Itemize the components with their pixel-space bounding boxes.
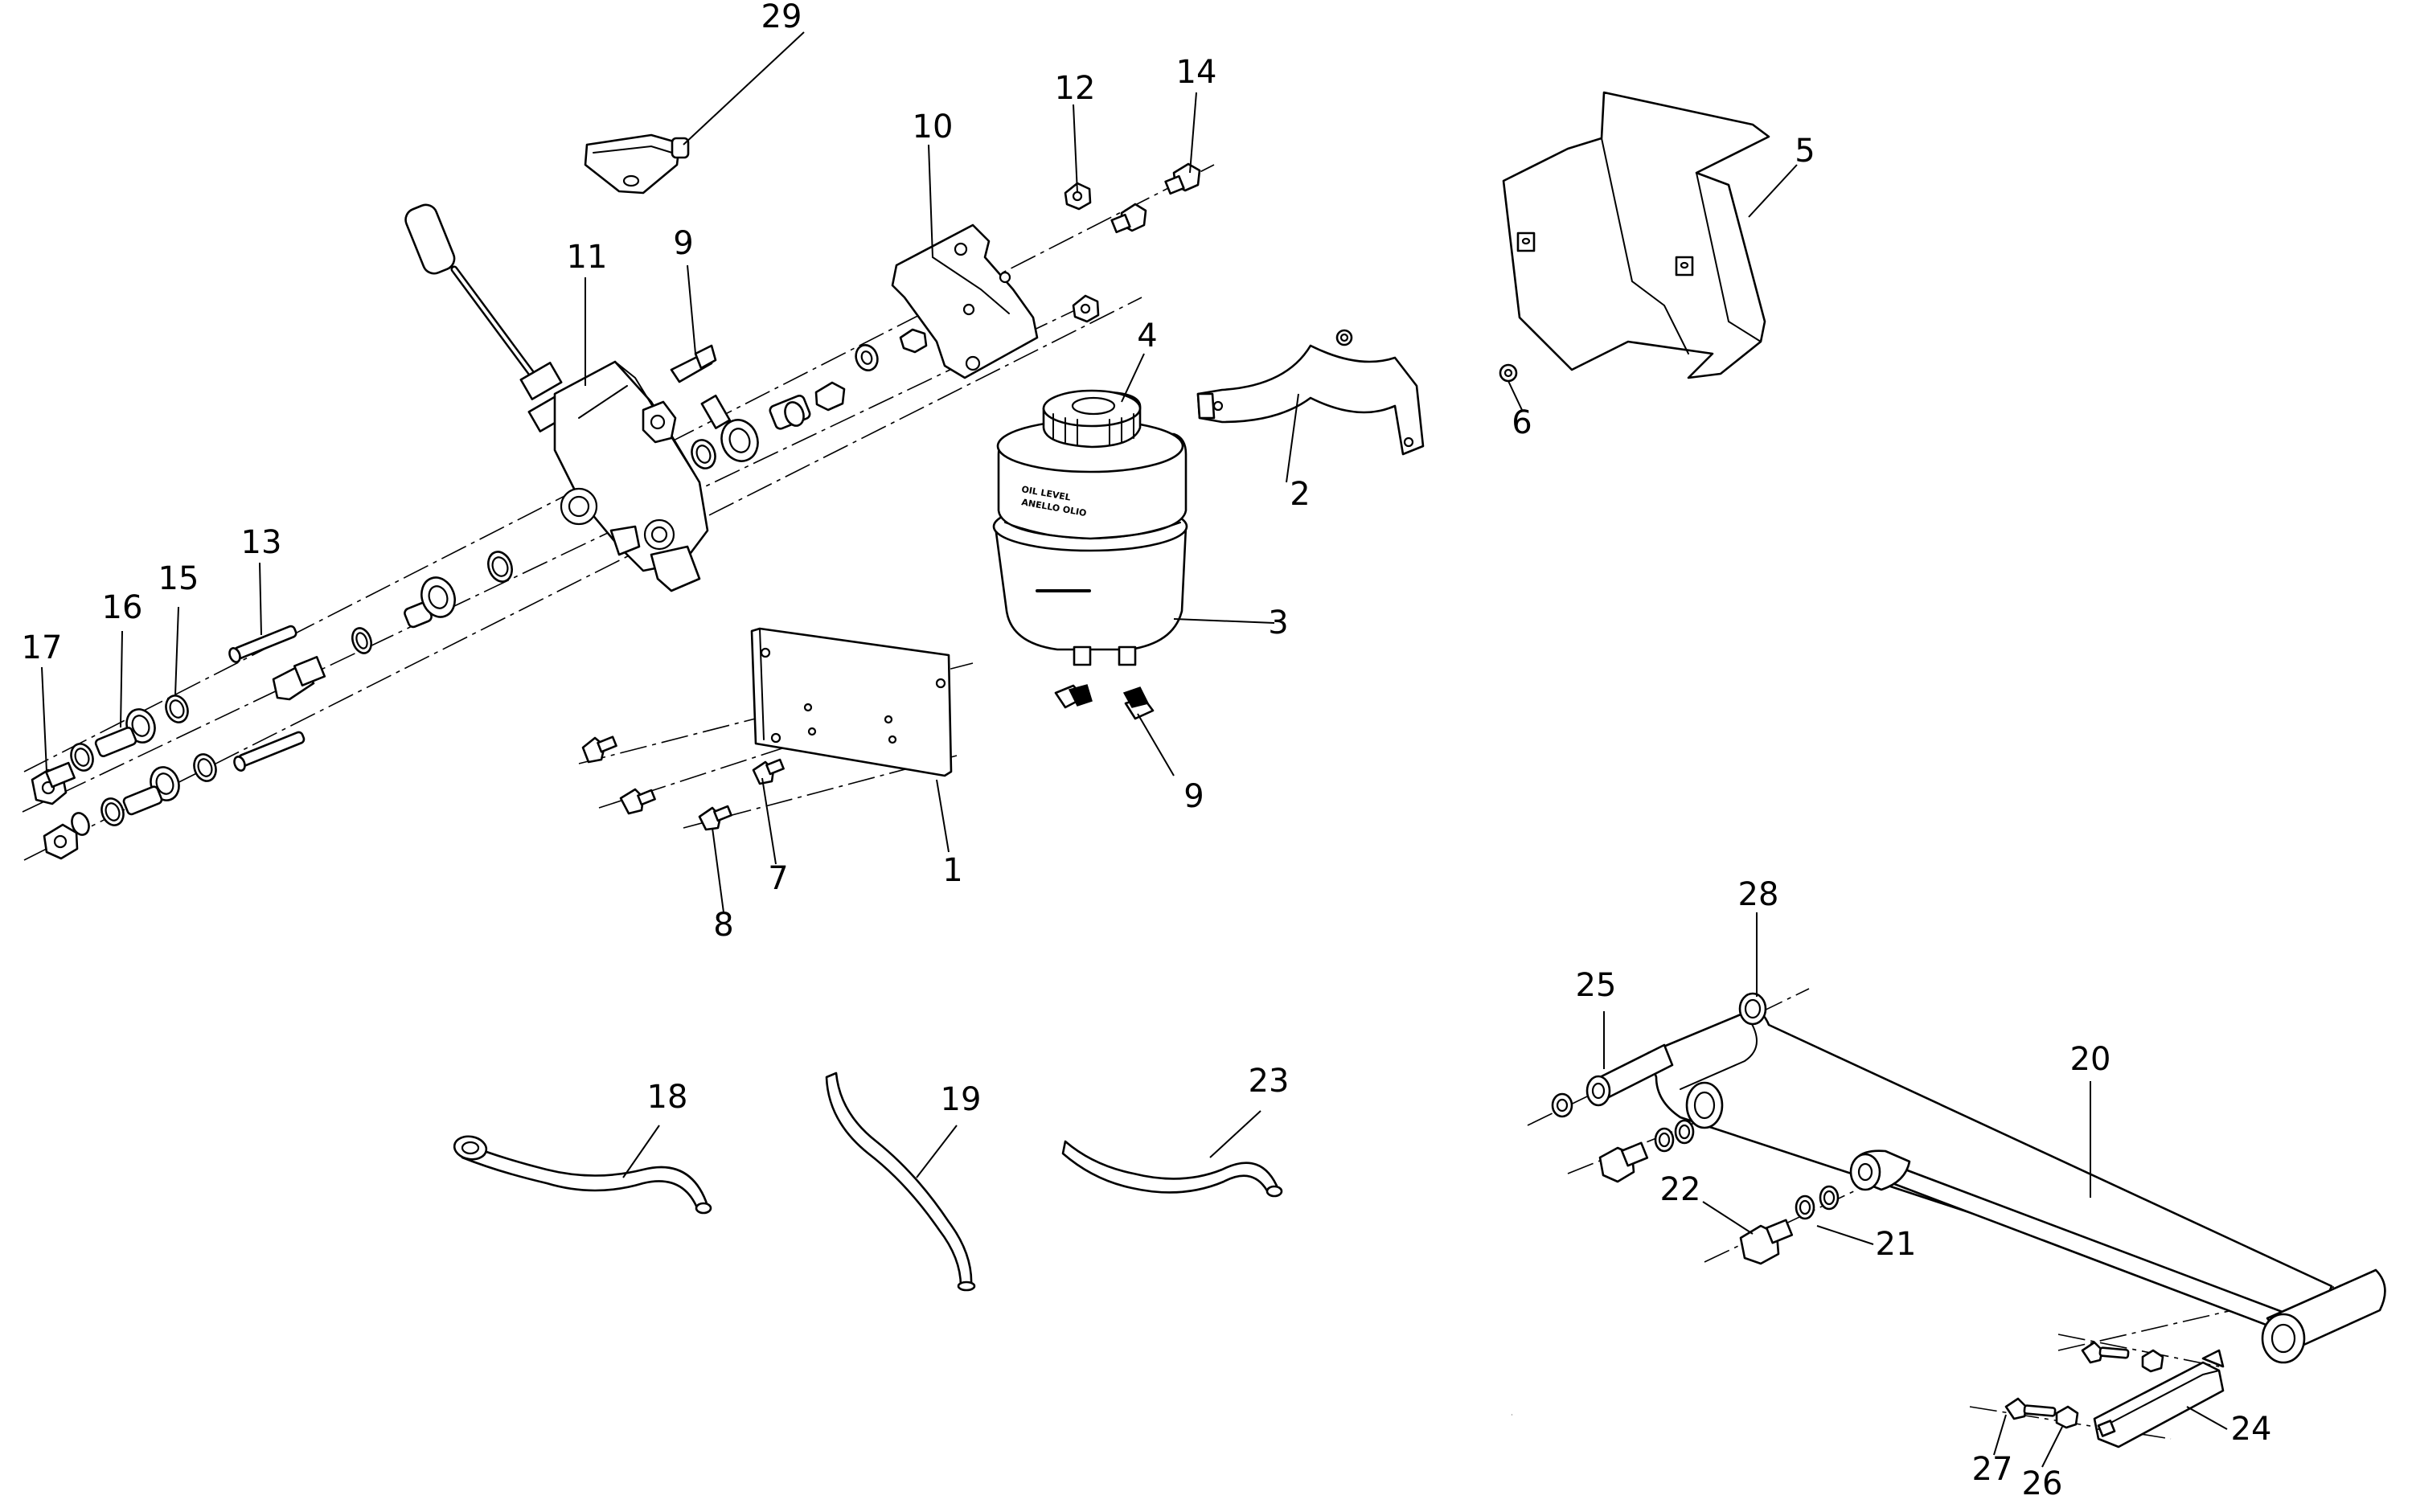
- part-25-bushing: [1551, 1043, 1674, 1118]
- callout-labels: 1 2 3 4 5 6 7 8 9 9 10 11 12 13 14 15 16…: [22, 0, 2272, 1502]
- part-19-hose: [825, 1072, 976, 1292]
- callout-28: 28: [1738, 876, 1779, 913]
- part-5-cover: [1502, 91, 1770, 379]
- callout-22: 22: [1660, 1171, 1701, 1208]
- callout-27: 27: [1972, 1451, 2013, 1488]
- part-6-nut: [1499, 363, 1518, 383]
- callout-10: 10: [913, 109, 954, 145]
- part-17-banjo-bolt: [31, 761, 76, 805]
- callout-8: 8: [713, 907, 733, 944]
- callout-16: 16: [102, 589, 143, 626]
- callout-26: 26: [2022, 1465, 2063, 1502]
- callout-12: 12: [1055, 70, 1096, 107]
- part-13-bolt: [228, 625, 297, 663]
- callout-5: 5: [1795, 133, 1815, 170]
- part-2-strap-clamp: [1196, 329, 1425, 456]
- callout-24: 24: [2231, 1411, 2272, 1448]
- part-20-tube-assembly: [1647, 1009, 2386, 1364]
- part-15-washer: [165, 695, 189, 723]
- callout-13: 13: [241, 524, 282, 561]
- part-24-bracket: [2093, 1349, 2225, 1448]
- callout-11: 11: [567, 239, 608, 276]
- part-18-hose: [453, 1135, 712, 1215]
- callout-9-lower: 9: [1183, 778, 1204, 815]
- callout-7: 7: [768, 860, 788, 897]
- callout-20: 20: [2070, 1041, 2111, 1078]
- callout-21: 21: [1876, 1226, 1917, 1263]
- callout-14: 14: [1176, 54, 1217, 91]
- part-21-22-bolt-washers: [1598, 1119, 1840, 1265]
- fittings-valve-right: [670, 162, 1201, 469]
- part-26-27-bolt-nut: [2004, 1341, 2164, 1429]
- callout-23: 23: [1249, 1063, 1290, 1100]
- callout-1: 1: [942, 852, 962, 889]
- fitting-set-row-3: [43, 731, 306, 860]
- callout-4: 4: [1137, 318, 1157, 354]
- leader-lines: [41, 31, 2228, 1468]
- part-10-mounting-bracket: [891, 223, 1039, 379]
- fitting-set-row-2: [272, 551, 513, 701]
- callout-19: 19: [941, 1081, 982, 1118]
- callout-15: 15: [158, 560, 199, 597]
- callout-2: 2: [1290, 476, 1310, 513]
- callout-29: 29: [761, 0, 802, 35]
- part-28-washer: [1738, 992, 1767, 1026]
- callout-17: 17: [22, 629, 63, 666]
- part-16-banjo-fitting: [70, 708, 156, 772]
- callout-3: 3: [1268, 604, 1288, 641]
- part-11-control-valve: [404, 203, 709, 592]
- callout-18: 18: [647, 1079, 688, 1116]
- part-23-hose: [1061, 1140, 1283, 1198]
- part-4-reservoir-cap: [1042, 389, 1142, 449]
- part-1-mounting-plate: [750, 627, 953, 777]
- callout-6: 6: [1512, 404, 1532, 441]
- callout-25: 25: [1576, 967, 1617, 1004]
- callout-9-upper: 9: [673, 225, 693, 262]
- part-9-hose-clamps: [1054, 684, 1155, 720]
- part-29-ignition-key: [584, 133, 690, 195]
- part-3-oil-reservoir: OIL LEVEL ANELLO OLIO: [992, 419, 1188, 666]
- part-7-8-screws: [581, 736, 785, 831]
